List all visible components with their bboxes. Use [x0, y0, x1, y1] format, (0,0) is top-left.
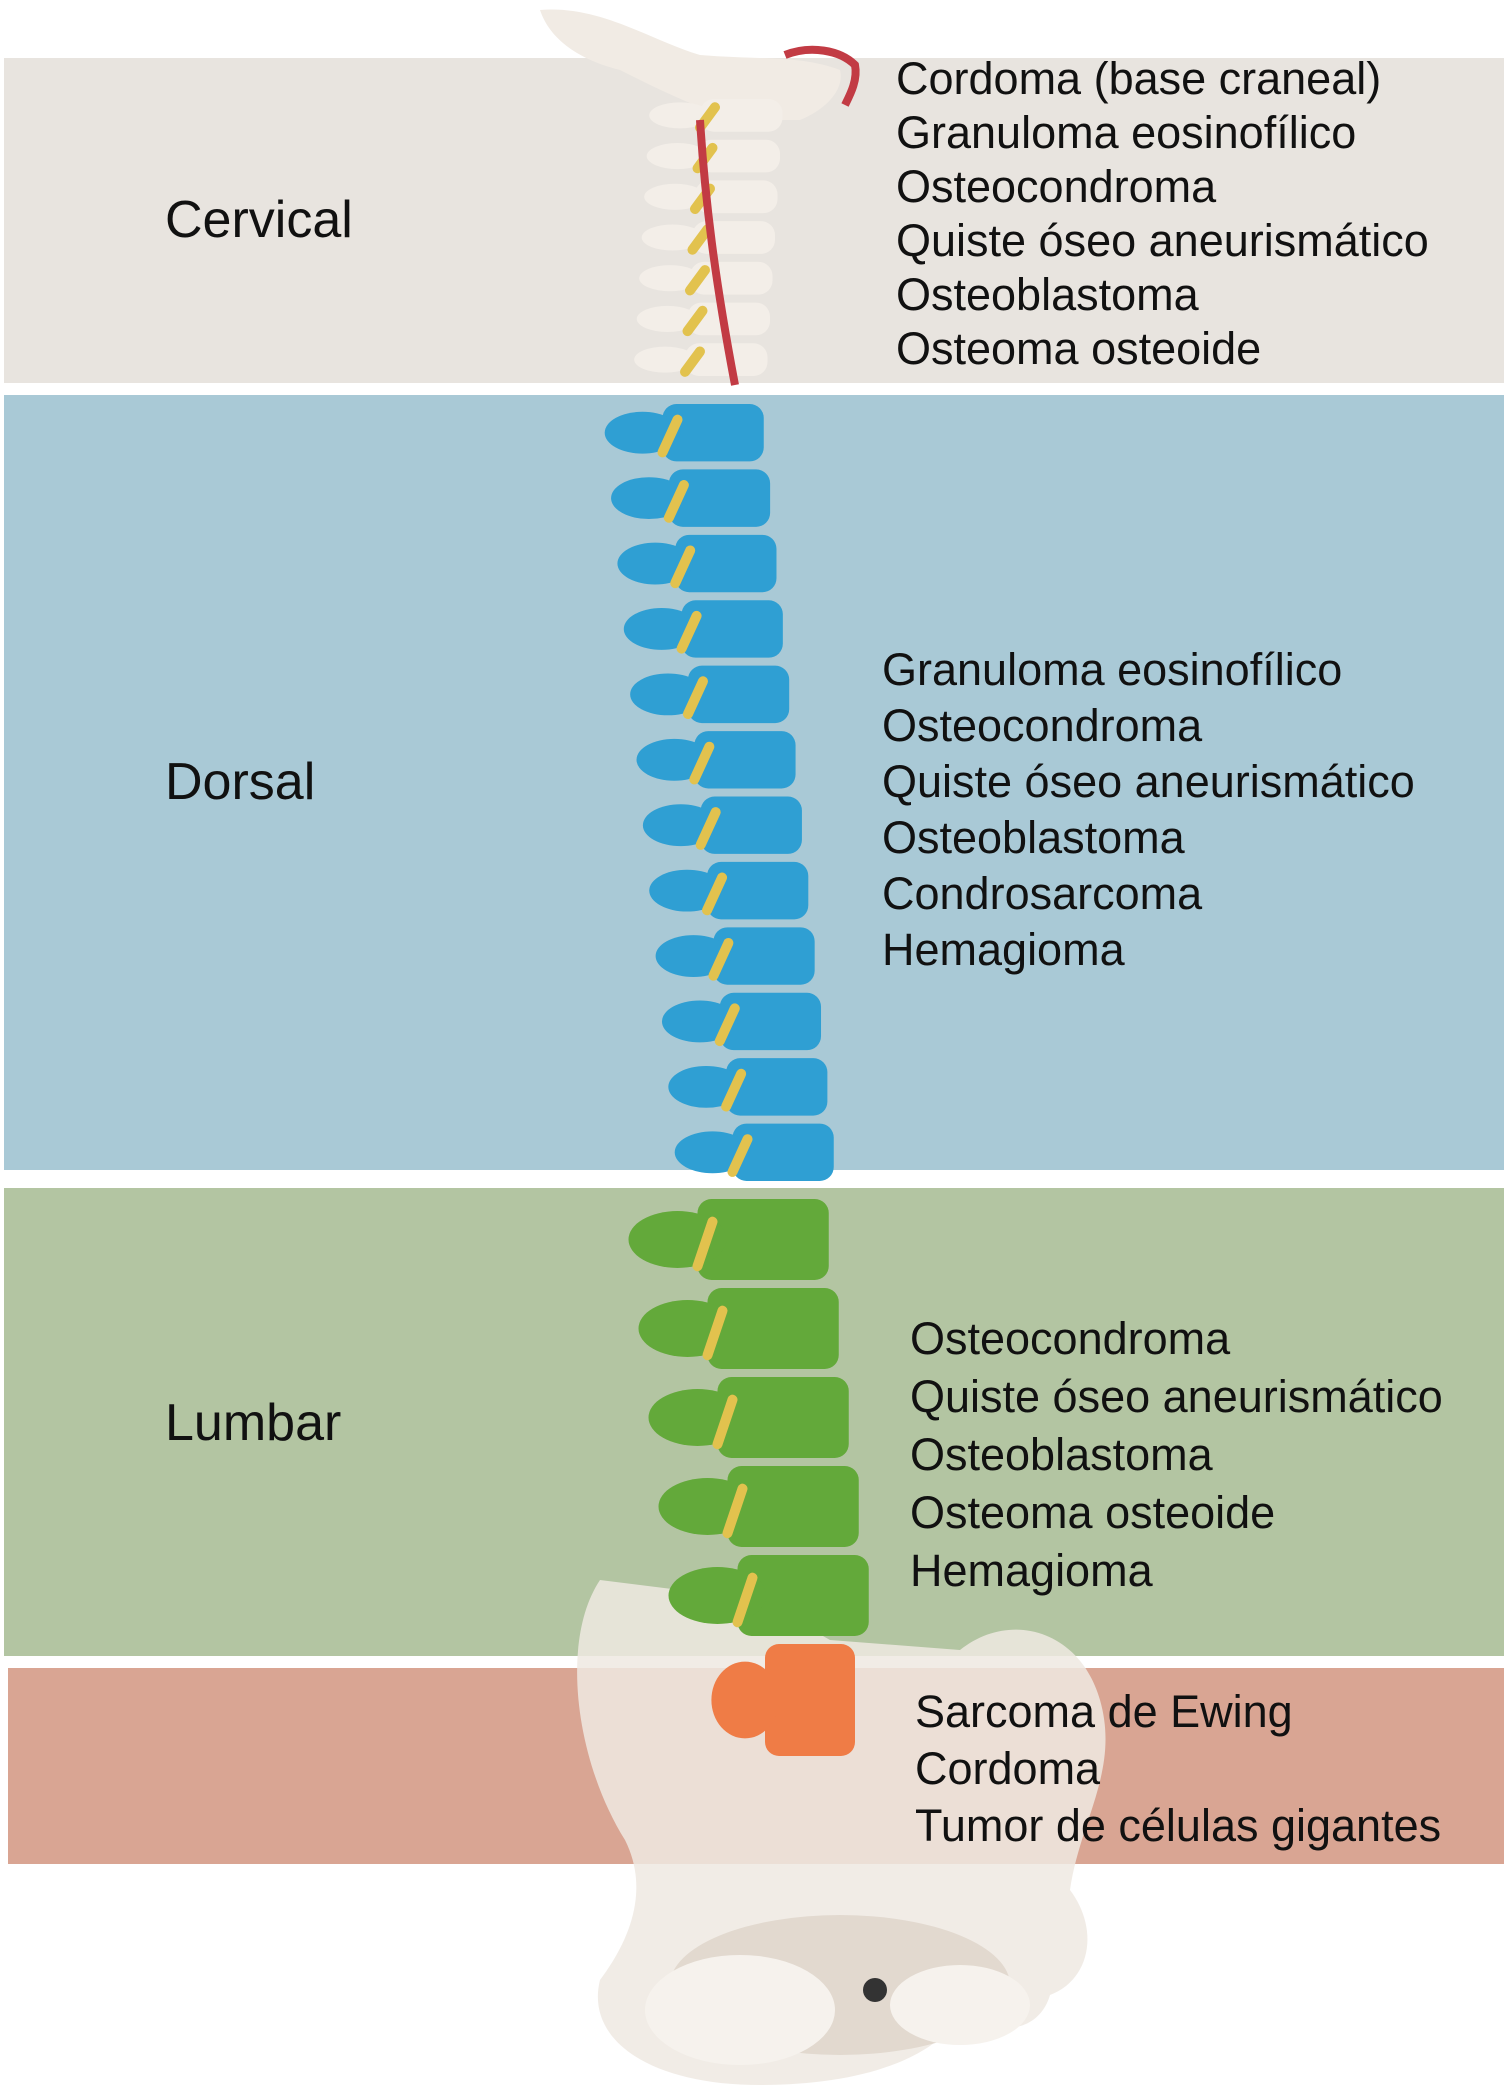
lumbar-title: Lumbar [165, 1393, 341, 1453]
tumor-item: Hemagioma [910, 1542, 1443, 1600]
tumor-item: Quiste óseo aneurismático [882, 754, 1415, 810]
tumor-item: Cordoma (base craneal) [896, 52, 1429, 106]
tumor-item: Osteocondroma [882, 698, 1415, 754]
tumor-item: Osteoma osteoide [896, 322, 1429, 376]
tumor-item: Granuloma eosinofílico [896, 106, 1429, 160]
tumor-item: Tumor de células gigantes [915, 1797, 1441, 1854]
tumor-item: Osteoblastoma [910, 1426, 1443, 1484]
tumor-item: Osteocondroma [910, 1310, 1443, 1368]
tumor-item: Osteoblastoma [896, 268, 1429, 322]
tumor-item: Condrosarcoma [882, 866, 1415, 922]
tumor-item: Osteocondroma [896, 160, 1429, 214]
tumor-item: Cordoma [915, 1740, 1441, 1797]
tumor-item: Quiste óseo aneurismático [910, 1368, 1443, 1426]
cervical-tumor-list: Cordoma (base craneal) Granuloma eosinof… [896, 52, 1429, 376]
tumor-item: Hemagioma [882, 922, 1415, 978]
dorsal-title: Dorsal [165, 752, 315, 812]
lumbar-tumor-list: Osteocondroma Quiste óseo aneurismático … [910, 1310, 1443, 1600]
cervical-title: Cervical [165, 190, 353, 250]
tumor-item: Granuloma eosinofílico [882, 642, 1415, 698]
dorsal-tumor-list: Granuloma eosinofílico Osteocondroma Qui… [882, 642, 1415, 978]
tumor-item: Osteoma osteoide [910, 1484, 1443, 1542]
tumor-item: Osteoblastoma [882, 810, 1415, 866]
sacral-tumor-list: Sarcoma de Ewing Cordoma Tumor de célula… [915, 1683, 1441, 1854]
sacrum-process [711, 1662, 778, 1739]
tumor-item: Sarcoma de Ewing [915, 1683, 1441, 1740]
tumor-item: Quiste óseo aneurismático [896, 214, 1429, 268]
